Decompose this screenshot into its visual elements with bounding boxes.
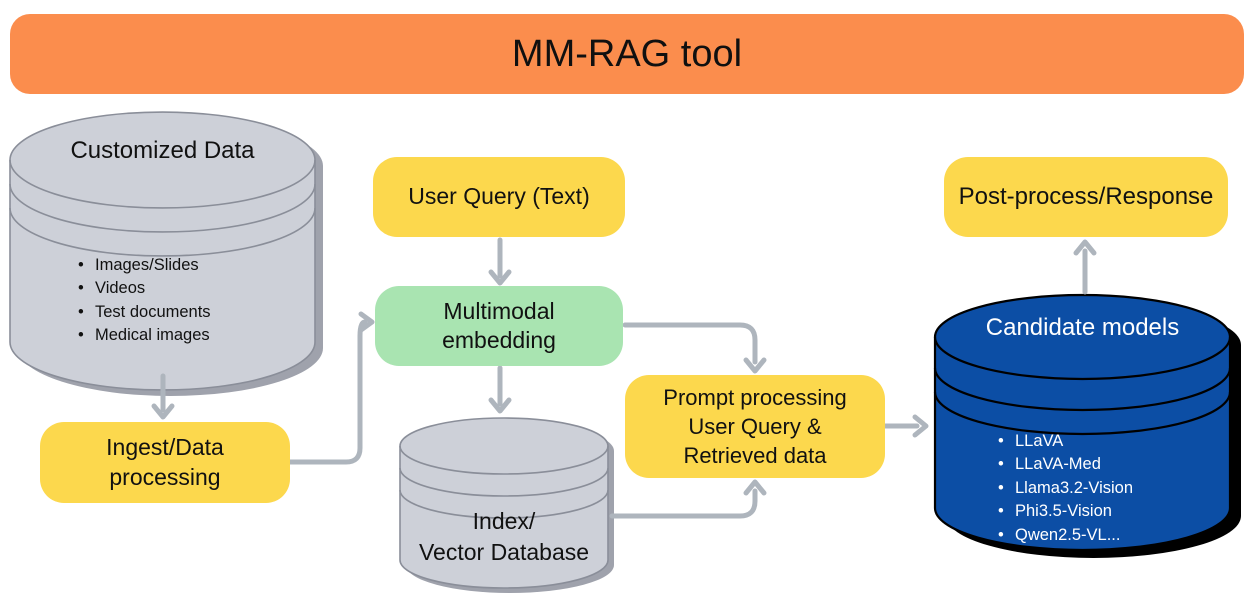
- list-item: Phi3.5-Vision: [998, 500, 1223, 523]
- list-item: Llama3.2-Vision: [998, 477, 1223, 500]
- list-item: Videos: [78, 277, 308, 300]
- user-query-node: User Query (Text): [373, 157, 625, 237]
- arrow-customized-to-ingest: [151, 373, 175, 420]
- arrow-embedding-to-indexdb: [488, 365, 512, 414]
- node-label: Ingest/Data processing: [106, 433, 224, 492]
- list-item: Qwen2.5-VL...: [998, 524, 1223, 547]
- index-db-title: Index/ Vector Database: [400, 506, 608, 568]
- node-label-line: Multimodal: [443, 297, 555, 324]
- node-label-line: Retrieved data: [683, 443, 827, 469]
- ingest-data-processing-node: Ingest/Data processing: [40, 422, 290, 503]
- arrow-models-to-postprocess: [1073, 239, 1097, 295]
- node-label-line: embedding: [442, 327, 556, 353]
- arrow-ingest-to-embedding: [287, 311, 375, 465]
- prompt-processing-node: Prompt processing User Query & Retrieved…: [625, 375, 885, 478]
- node-label-line: Prompt processing: [663, 384, 847, 410]
- title-banner: MM-RAG tool: [10, 14, 1244, 94]
- list-item: LLaVA-Med: [998, 453, 1223, 476]
- page-title: MM-RAG tool: [511, 32, 743, 75]
- list-item: Images/Slides: [78, 254, 308, 277]
- node-label: Multimodal embedding: [442, 297, 556, 356]
- node-label-line: Vector Database: [418, 539, 590, 566]
- arrow-prompt-to-models: [882, 414, 929, 438]
- arrow-userquery-to-embedding: [488, 237, 512, 286]
- customized-data-title: Customized Data: [70, 137, 255, 164]
- list-item: Medical images: [78, 324, 308, 347]
- candidate-models-list: LLaVA LLaVA-Med Llama3.2-Vision Phi3.5-V…: [998, 430, 1223, 547]
- candidate-models-title: Candidate models: [985, 314, 1180, 341]
- node-label-line: Index/: [472, 508, 536, 534]
- node-label: User Query (Text): [408, 183, 590, 210]
- node-label-line: User Query &: [688, 413, 822, 439]
- arrow-embedding-to-prompt: [622, 322, 767, 374]
- post-process-node: Post-process/Response: [944, 157, 1228, 237]
- node-label: Post-process/Response: [958, 182, 1214, 210]
- list-item: LLaVA: [998, 430, 1223, 453]
- node-label-line: Ingest/Data: [106, 434, 224, 461]
- customized-data-list: Images/Slides Videos Test documents Medi…: [78, 254, 308, 348]
- list-item: Test documents: [78, 301, 308, 324]
- arrow-indexdb-to-prompt: [609, 479, 767, 519]
- index-db-cylinder: [399, 417, 614, 593]
- multimodal-embedding-node: Multimodal embedding: [375, 286, 623, 366]
- node-label: Prompt processing User Query & Retrieved…: [663, 383, 846, 470]
- node-label-line: processing: [109, 463, 221, 490]
